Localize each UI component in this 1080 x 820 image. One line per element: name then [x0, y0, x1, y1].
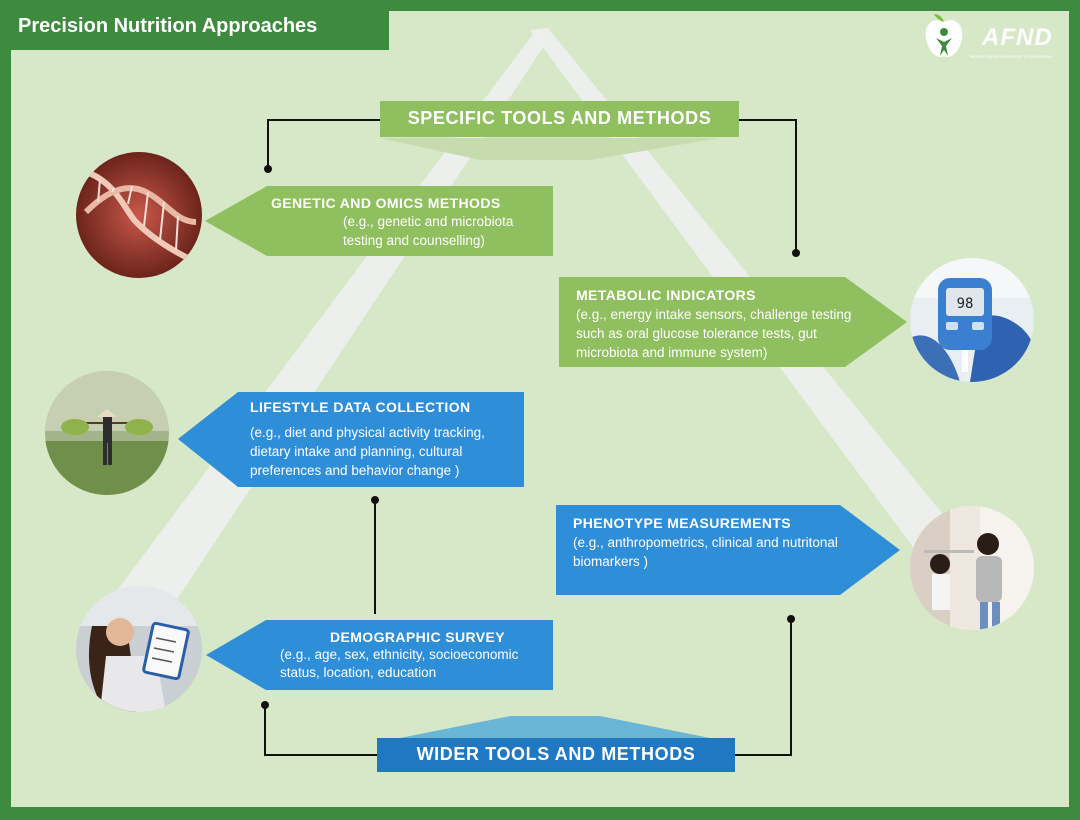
- apple-person-logo-icon: [925, 14, 963, 58]
- genetic-title: GENETIC AND OMICS METHODS: [271, 195, 501, 211]
- genetic-desc: (e.g., genetic and microbiota testing an…: [343, 214, 514, 248]
- afnd-logo: AFND NUTRITION DEVELOPMENT & INNOVATION: [922, 12, 1062, 62]
- specific-tools-label: SPECIFIC TOOLS AND METHODS: [407, 108, 712, 128]
- connector-dot: [792, 249, 800, 257]
- connector-dot: [261, 701, 269, 709]
- arrow-shape: [559, 277, 907, 367]
- page-title: Precision Nutrition Approaches: [11, 11, 389, 50]
- pyramid-beam-left: [110, 30, 548, 640]
- phenotype-text: PHENOTYPE MEASUREMENTS (e.g., anthropome…: [573, 514, 863, 571]
- metabolic-indicators-arrow: METABOLIC INDICATORS (e.g., energy intak…: [559, 277, 907, 367]
- connector-specific-to-genetic: [267, 119, 380, 168]
- wider-tools-label: WIDER TOOLS AND METHODS: [416, 744, 696, 764]
- wider-banner-shadow: [390, 716, 720, 740]
- connector-wider-to-phenotype: [735, 620, 792, 756]
- phenotype-measurements-arrow: PHENOTYPE MEASUREMENTS (e.g., anthropome…: [556, 505, 900, 595]
- demographic-text: DEMOGRAPHIC SURVEY (e.g., age, sex, ethn…: [280, 629, 550, 682]
- lifestyle-text: LIFESTYLE DATA COLLECTION (e.g., diet an…: [250, 398, 520, 480]
- logo-subtext: NUTRITION DEVELOPMENT & INNOVATION: [970, 54, 1053, 59]
- connector-dot: [371, 496, 379, 504]
- specific-tools-banner: SPECIFIC TOOLS AND METHODS: [380, 101, 739, 137]
- arrow-shape: [178, 392, 524, 487]
- phenotype-desc: (e.g., anthropometrics, clinical and nut…: [573, 535, 838, 569]
- specific-banner-shadow: [380, 138, 720, 160]
- genetic-omics-arrow: GENETIC AND OMICS METHODS (e.g., genetic…: [205, 186, 553, 256]
- demographic-title: DEMOGRAPHIC SURVEY: [330, 629, 505, 645]
- farmer-in-field-image: [45, 371, 169, 495]
- connector-specific-to-metabolic: [739, 119, 797, 252]
- child-height-measurement-image: [910, 506, 1034, 630]
- arrow-shape: [556, 505, 900, 595]
- demographic-desc: (e.g., age, sex, ethnicity, socioeconomi…: [280, 647, 519, 680]
- demographic-survey-arrow: DEMOGRAPHIC SURVEY (e.g., age, sex, ethn…: [206, 620, 553, 690]
- woman-with-clipboard-image: [76, 586, 202, 712]
- metabolic-text: METABOLIC INDICATORS (e.g., energy intak…: [576, 286, 876, 362]
- lifestyle-data-arrow: LIFESTYLE DATA COLLECTION (e.g., diet an…: [178, 392, 524, 487]
- arrow-shape: [205, 186, 553, 256]
- genetic-text: GENETIC AND OMICS METHODS (e.g., genetic…: [271, 194, 551, 250]
- metabolic-desc: (e.g., energy intake sensors, challenge …: [576, 307, 852, 360]
- glucose-meter-image: 98: [910, 258, 1034, 382]
- arrow-shape: [206, 620, 553, 690]
- logo-text: AFND: [982, 24, 1053, 51]
- lifestyle-desc: (e.g., diet and physical activity tracki…: [250, 425, 485, 478]
- lifestyle-title: LIFESTYLE DATA COLLECTION: [250, 399, 471, 415]
- metabolic-title: METABOLIC INDICATORS: [576, 287, 756, 303]
- connector-wider-to-demographic: [264, 706, 377, 756]
- connector-dot: [787, 615, 795, 623]
- dna-helix-image: [76, 152, 202, 278]
- meter-reading: 98: [957, 296, 974, 312]
- wider-tools-banner: WIDER TOOLS AND METHODS: [377, 738, 735, 772]
- phenotype-title: PHENOTYPE MEASUREMENTS: [573, 515, 792, 531]
- connector-dot: [264, 165, 272, 173]
